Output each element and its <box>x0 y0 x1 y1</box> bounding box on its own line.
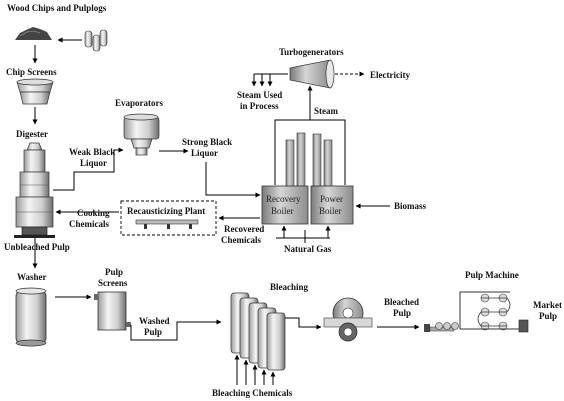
recovered-chemicals-label-2: Chemicals <box>221 235 261 245</box>
steam-label: Steam <box>314 106 338 116</box>
washed-pulp-label-2: Pulp <box>144 327 162 337</box>
wood-chips-pile-icon <box>15 27 52 40</box>
bleached-pulp-drum-icon <box>323 297 373 342</box>
pulplogs-icon <box>84 29 108 52</box>
pulp-screens-label: Pulp <box>105 267 123 277</box>
recausticizing-plant-icon <box>135 219 199 229</box>
washer-icon <box>15 287 47 347</box>
steam-collector-line <box>274 119 346 185</box>
biomass-label: Biomass <box>394 201 427 211</box>
pulp-screens-to-washed-pulp-arrow <box>130 319 222 341</box>
power-boiler-label-2: Boiler <box>319 206 342 216</box>
washed-pulp-label: Washed <box>139 316 170 326</box>
pulp-screens-icon <box>94 291 131 331</box>
electricity-label: Electricity <box>370 70 410 80</box>
wood-chips-label: Wood Chips and Pulplogs <box>7 3 107 13</box>
recovery-boiler-icon <box>261 132 309 225</box>
recovered-chemicals-label: Recovered <box>224 224 264 234</box>
unbleached-pulp-label: Unbleached Pulp <box>4 242 70 252</box>
strong-black-liquor-label-2: Liquor <box>191 148 218 158</box>
market-pulp-label-2: Pulp <box>539 311 557 321</box>
pulp-machine-icon <box>424 291 529 333</box>
weak-black-liquor-label: Weak Black <box>69 147 115 157</box>
power-boiler-label: Power <box>320 194 343 204</box>
natural-gas-line <box>276 230 330 239</box>
market-pulp-label: Market <box>533 300 562 310</box>
recausticizing-plant-box <box>120 200 217 236</box>
digester-to-evaporators-arrow <box>53 147 124 191</box>
natural-gas-label: Natural Gas <box>284 244 332 254</box>
strong-black-liquor-label: Strong Black <box>182 137 232 147</box>
pulp-screens-label-2: Screens <box>98 278 128 288</box>
evaporators-label: Evaporators <box>115 98 163 108</box>
cooking-chemicals-label: Cooking <box>77 208 110 218</box>
bleached-pulp-label-2: Pulp <box>393 308 411 318</box>
recovery-boiler-label-2: Boiler <box>271 206 294 216</box>
evaporators-icon <box>123 113 160 156</box>
steam-used-label: Steam Used <box>237 90 282 100</box>
steam-used-label-2: in Process <box>240 101 279 111</box>
bleaching-chemicals-label: Bleaching Chemicals <box>212 388 293 398</box>
chip-screens-icon <box>16 78 54 105</box>
bleached-pulp-label: Bleached <box>384 297 419 307</box>
strong-liquor-to-recovery-boiler-arrow <box>205 162 261 198</box>
chip-screens-label: Chip Screens <box>6 67 57 77</box>
bleaching-to-drum-arrow <box>285 317 322 330</box>
recausticizing-plant-label: Recausticizing Plant <box>127 206 205 216</box>
weak-black-liquor-label-2: Liquor <box>80 158 107 168</box>
recovery-boiler-label: Recovery <box>266 194 301 204</box>
cooking-chemicals-label-2: Chemicals <box>69 219 109 229</box>
digester-label: Digester <box>16 129 48 139</box>
digester-icon <box>14 142 55 238</box>
pulp-machine-label: Pulp Machine <box>465 270 519 280</box>
bleaching-label: Bleaching <box>270 282 309 292</box>
bleaching-towers-icon <box>230 292 286 371</box>
turbogenerator-icon <box>289 59 335 89</box>
power-boiler-icon <box>310 133 354 225</box>
turbogenerators-label: Turbogenerators <box>279 47 344 57</box>
washer-label: Washer <box>17 272 47 282</box>
